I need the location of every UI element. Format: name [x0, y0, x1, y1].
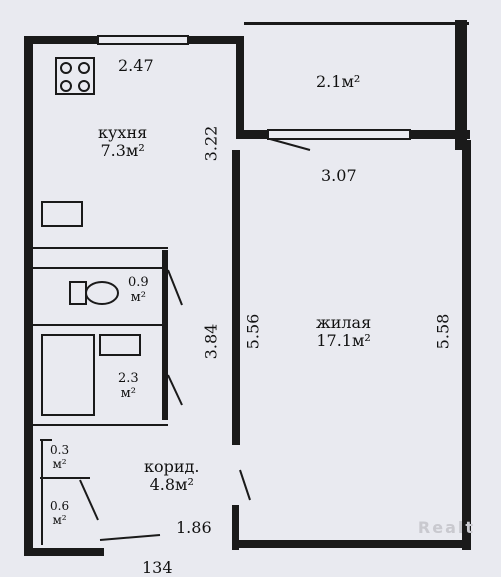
wall-balcony-top — [244, 22, 469, 25]
living-name: жилая — [316, 313, 372, 332]
bathtub-icon — [41, 334, 141, 416]
dim-kitchen-height: 3.22 — [201, 125, 221, 162]
closet2-value: 0.6 — [50, 499, 70, 513]
wall-top-left — [24, 36, 98, 44]
toilet-icon — [69, 281, 119, 305]
wc-label: 0.9 м² — [128, 275, 149, 306]
wall-balcony-bottom-left — [236, 130, 268, 139]
closet1-unit: м² — [52, 456, 67, 471]
dim-bottom: 1.86 — [176, 518, 212, 537]
closet2-unit: м² — [52, 512, 67, 527]
living-label: жилая 17.1м² — [316, 313, 372, 351]
living-area: 17.1м² — [316, 331, 371, 351]
stove-icon — [55, 57, 95, 95]
wall-right-upper — [455, 20, 467, 150]
dim-bottom-partial: 134 — [142, 558, 173, 577]
wall-bath-right — [162, 250, 168, 420]
wall-balcony-bottom-right — [410, 130, 470, 139]
sink-icon — [41, 201, 83, 227]
kitchen-label: кухня 7.3м² — [98, 123, 148, 161]
wall-right — [462, 140, 471, 550]
balcony-area: 2.1м² — [316, 72, 361, 91]
closet1-value: 0.3 — [50, 443, 70, 457]
wc-value: 0.9 — [128, 275, 149, 290]
corridor-label: корид. 4.8м² — [144, 457, 200, 495]
bath-unit: м² — [120, 385, 136, 401]
dim-bath-height: 3.84 — [201, 323, 221, 360]
watermark-logo: Realt — [417, 518, 475, 537]
dim-living-right: 5.58 — [433, 313, 453, 350]
closet1-label: 0.3 м² — [50, 443, 70, 472]
wall-bottom-right — [238, 540, 470, 548]
wall-left-outer — [24, 40, 33, 555]
dim-living-width: 3.07 — [321, 166, 357, 185]
wall-kitchen-right — [236, 36, 244, 136]
kitchen-area: 7.3м² — [100, 141, 145, 161]
corridor-area: 4.8м² — [149, 475, 194, 495]
wall-bottom-left — [24, 548, 104, 556]
bath-value: 2.3 — [118, 371, 139, 386]
wall-top-kitchen-right — [188, 36, 244, 44]
corridor-name: корид. — [144, 457, 200, 476]
dim-living-left: 5.56 — [243, 313, 263, 350]
wall-corridor-stub — [232, 505, 239, 550]
window-living — [267, 129, 411, 140]
wall-partition — [232, 150, 240, 445]
walls — [24, 20, 471, 556]
windows — [97, 35, 411, 140]
window-kitchen — [97, 35, 189, 45]
closet2-label: 0.6 м² — [50, 499, 70, 528]
wc-unit: м² — [130, 289, 146, 305]
inner-walls — [33, 138, 311, 545]
kitchen-name: кухня — [98, 123, 148, 142]
bath-label: 2.3 м² — [118, 371, 139, 402]
dim-top: 2.47 — [118, 56, 154, 75]
